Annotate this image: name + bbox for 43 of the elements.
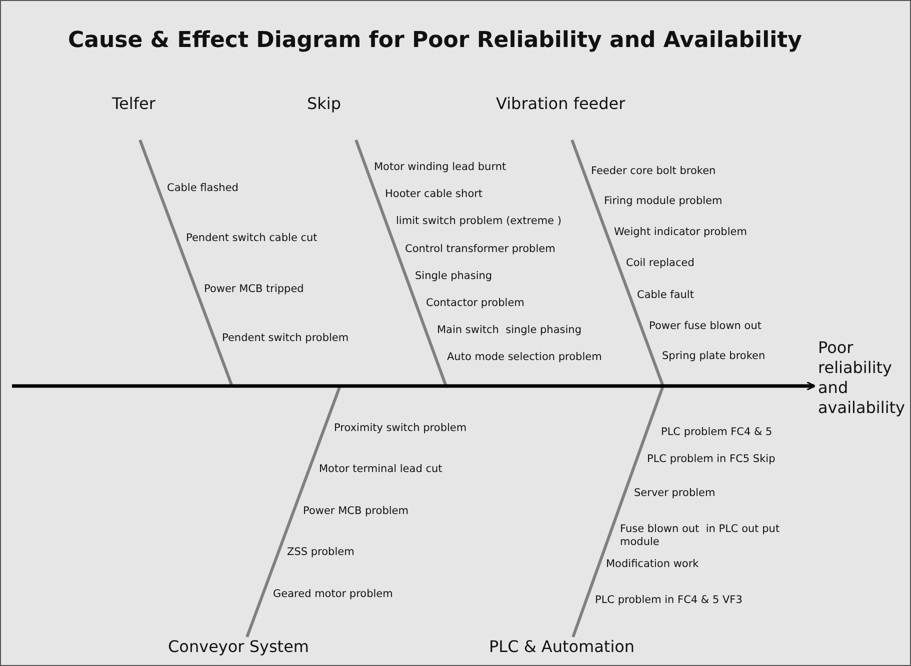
bone-line bbox=[354, 139, 448, 387]
bone-line bbox=[246, 385, 342, 638]
cause-label: Fuse blown out in PLC out put module bbox=[620, 523, 781, 549]
cause-label: ZSS problem bbox=[287, 546, 354, 559]
cause-label: Firing module problem bbox=[604, 195, 722, 208]
cause-label: PLC problem in FC5 Skip bbox=[647, 453, 776, 466]
cause-label: Feeder core bolt broken bbox=[591, 165, 716, 178]
cause-label: PLC problem in FC4 & 5 VF3 bbox=[595, 594, 742, 607]
cause-label: Power fuse blown out bbox=[649, 320, 762, 333]
category-label: Telfer bbox=[112, 94, 156, 114]
category-label: Vibration feeder bbox=[496, 94, 626, 114]
cause-label: Server problem bbox=[634, 487, 716, 500]
cause-label: Spring plate broken bbox=[662, 350, 766, 363]
cause-label: Power MCB tripped bbox=[204, 283, 304, 296]
cause-label: Single phasing bbox=[415, 270, 492, 283]
cause-label: Motor winding lead burnt bbox=[374, 161, 506, 174]
cause-label: Proximity switch problem bbox=[334, 422, 467, 435]
cause-label: Coil replaced bbox=[626, 257, 694, 270]
cause-label: Pendent switch problem bbox=[222, 332, 349, 345]
cause-label: Cable fault bbox=[637, 289, 694, 302]
cause-label: Weight indicator problem bbox=[614, 226, 747, 239]
cause-label: Power MCB problem bbox=[303, 505, 408, 518]
bone-line bbox=[570, 139, 664, 387]
effect-label: Poor reliability and availability bbox=[818, 338, 910, 418]
spine-arrow bbox=[12, 381, 816, 391]
cause-label: Main switch single phasing bbox=[437, 324, 582, 337]
cause-label: limit switch problem (extreme ) bbox=[396, 215, 562, 228]
cause-label: Auto mode selection problem bbox=[447, 351, 602, 364]
cause-label: Geared motor problem bbox=[273, 588, 393, 601]
bone-line bbox=[572, 386, 664, 638]
cause-label: Hooter cable short bbox=[385, 188, 483, 201]
category-label: PLC & Automation bbox=[489, 637, 635, 657]
cause-label: Contactor problem bbox=[426, 297, 524, 310]
title: Cause & Effect Diagram for Poor Reliability and Availability bbox=[66, 28, 804, 53]
cause-label: Pendent switch cable cut bbox=[186, 232, 318, 245]
category-label: Conveyor System bbox=[168, 637, 309, 657]
cause-label: Cable flashed bbox=[167, 182, 238, 195]
cause-label: PLC problem FC4 & 5 bbox=[661, 426, 772, 439]
cause-label: Modification work bbox=[606, 558, 699, 571]
category-label: Skip bbox=[307, 94, 342, 114]
cause-label: Control transformer problem bbox=[405, 243, 556, 256]
cause-label: Motor terminal lead cut bbox=[319, 463, 442, 476]
bone-line bbox=[138, 139, 234, 387]
